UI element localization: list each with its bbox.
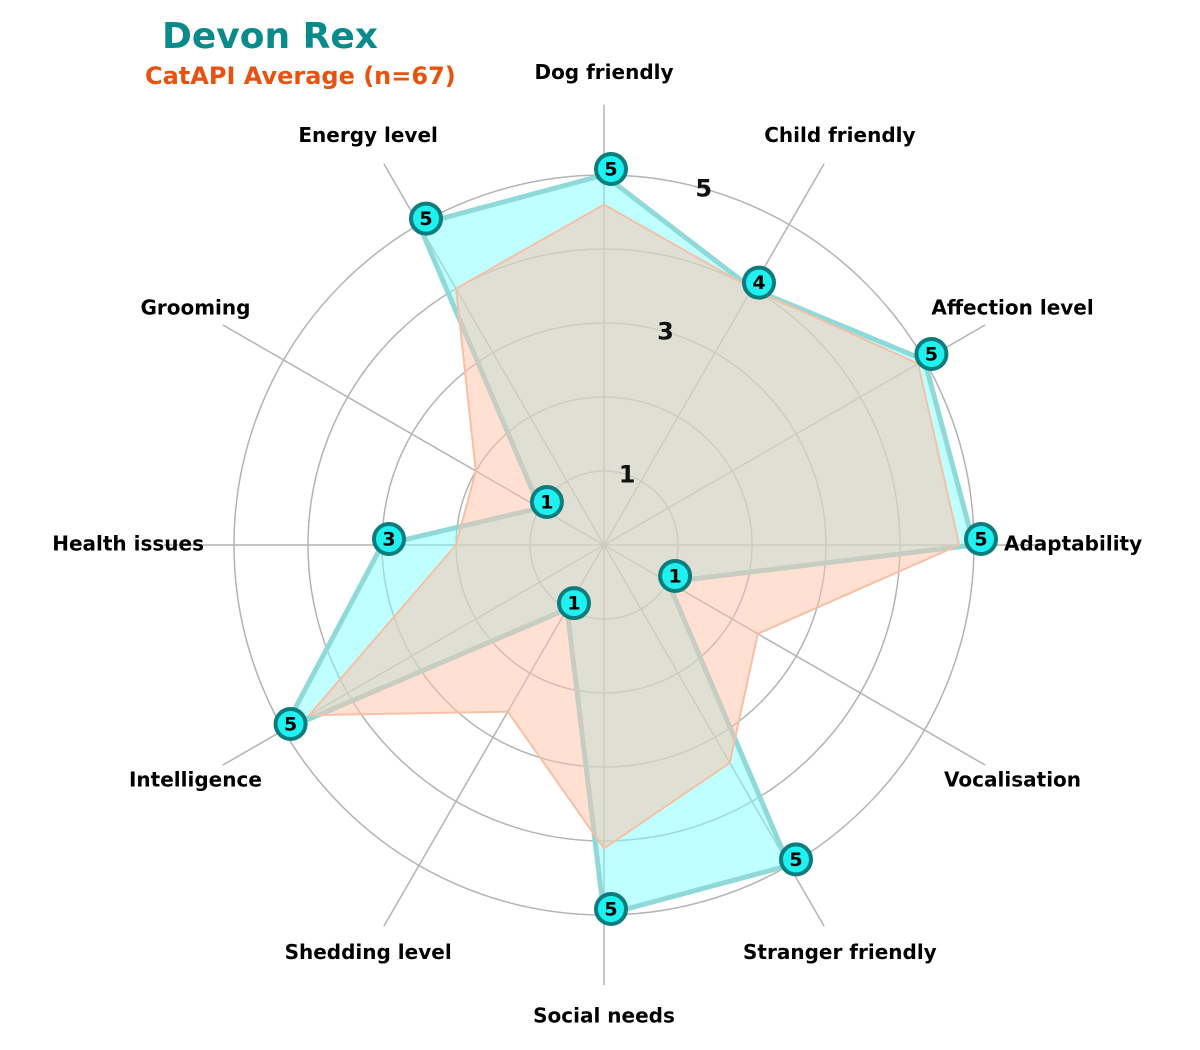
axis-label: Affection level (931, 296, 1093, 320)
axis-label: Social needs (533, 1003, 675, 1027)
data-point (273, 707, 308, 741)
data-label: 1 (540, 492, 553, 514)
series-average-area (308, 203, 961, 850)
data-label: 5 (284, 714, 297, 736)
chart-title: Devon Rex (162, 16, 379, 57)
r-tick-label: 1 (619, 461, 636, 489)
data-label: 4 (752, 272, 765, 294)
axis-label: Shedding level (285, 940, 452, 964)
r-tick-label: 3 (657, 318, 674, 346)
data-point (658, 559, 693, 593)
data-label: 5 (604, 899, 617, 921)
data-label: 1 (668, 566, 681, 588)
axis-label: Grooming (140, 296, 250, 320)
axis-label: Health issues (52, 532, 204, 556)
axis-label: Energy level (298, 123, 438, 147)
data-label: 5 (925, 344, 938, 366)
data-label: 5 (419, 208, 432, 230)
axis-label: Dog friendly (534, 60, 673, 84)
data-point (742, 265, 776, 300)
data-label: 5 (974, 529, 987, 551)
axis-label: Vocalisation (944, 767, 1081, 791)
chart-subtitle: CatAPI Average (n=67) (145, 62, 456, 90)
data-label: 5 (789, 849, 802, 871)
data-point (557, 586, 591, 621)
axis-label: Intelligence (129, 767, 262, 791)
data-point (409, 201, 443, 236)
axis-label: Child friendly (764, 123, 915, 147)
data-point (594, 892, 628, 926)
data-point (779, 842, 813, 877)
data-point (529, 485, 564, 519)
data-point (372, 522, 406, 556)
data-label: 1 (567, 593, 580, 615)
data-point (594, 152, 628, 186)
axis-label: Stranger friendly (743, 940, 937, 964)
data-label: 5 (604, 159, 617, 181)
r-tick-label: 5 (695, 175, 712, 203)
data-point (914, 337, 949, 371)
axis-label: Adaptability (1004, 532, 1142, 556)
data-label: 3 (382, 529, 395, 551)
data-point (964, 522, 998, 556)
